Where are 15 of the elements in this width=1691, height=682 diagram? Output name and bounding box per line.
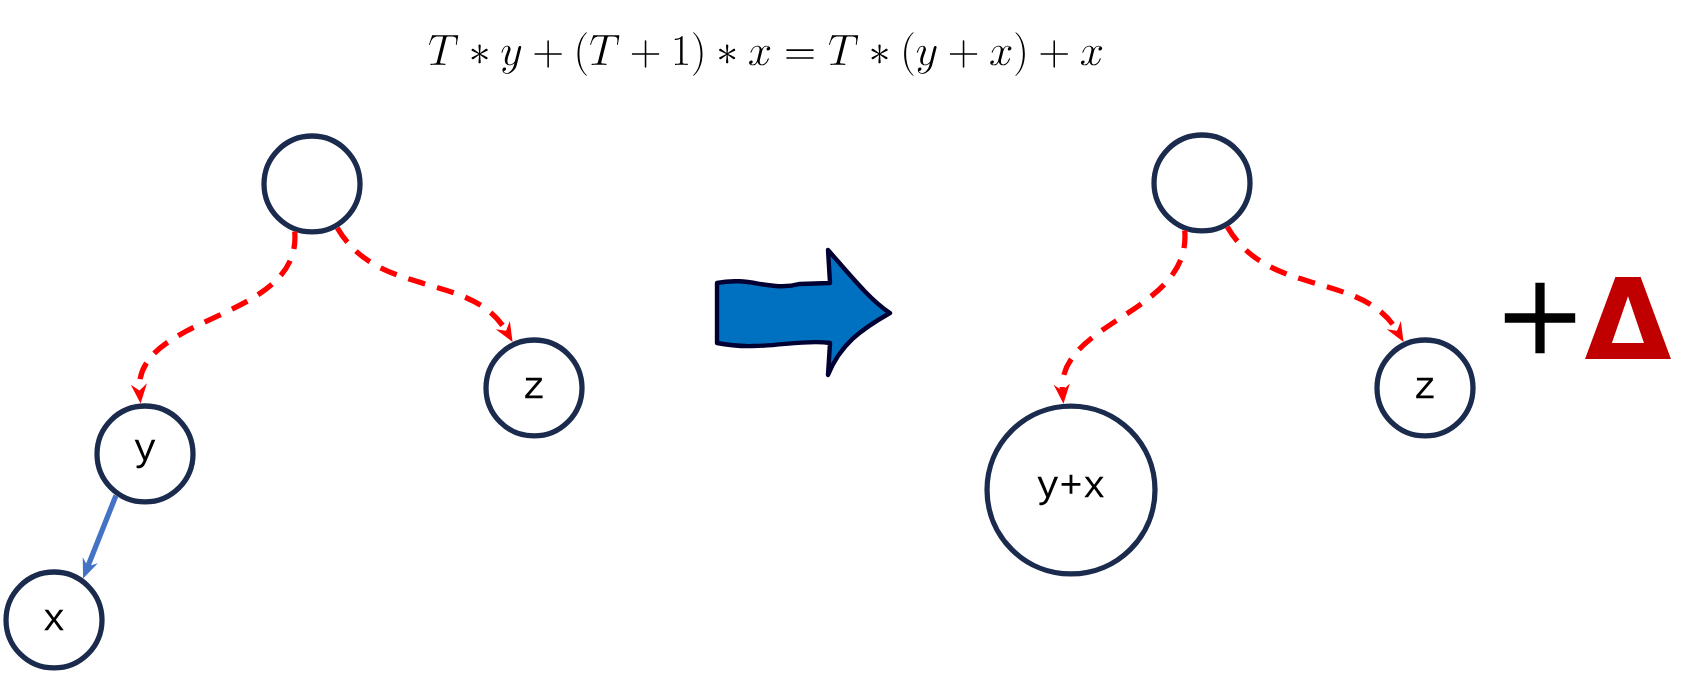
plus-sign: + [1504, 282, 1576, 354]
node-label: y+x [1037, 474, 1104, 506]
node-label: z [525, 377, 543, 399]
tree-node [3, 569, 105, 671]
node-label: x [44, 609, 64, 631]
delta-symbol: Δ [1585, 277, 1671, 359]
tree-node [483, 337, 585, 439]
empty-node [261, 133, 363, 235]
tree-node [1374, 337, 1476, 439]
node-label: y [134, 439, 156, 469]
empty-node [1151, 132, 1253, 234]
tree-node [94, 403, 196, 505]
tree-node [984, 403, 1158, 577]
equation-title: $T*y + (T+1)*x = T*(y+x) + x$ [429, 32, 1103, 76]
node-label: z [1416, 377, 1434, 399]
